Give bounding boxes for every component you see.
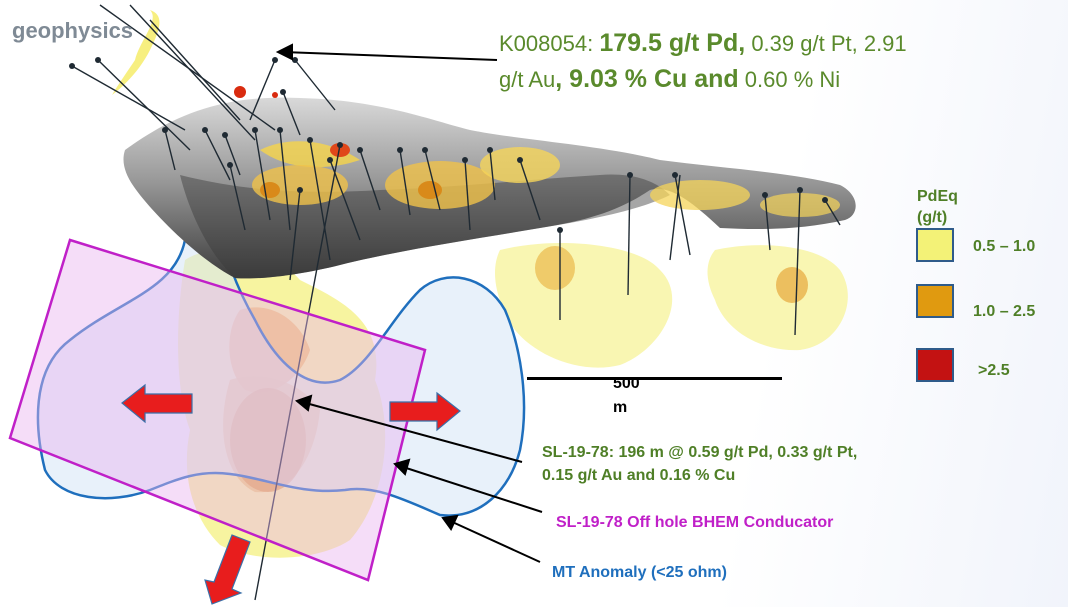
legend-label-mid: 1.0 – 2.5 xyxy=(973,303,1036,320)
drill-holes xyxy=(71,4,841,601)
intercept-callout: SL-19-78: 196 m @ 0.59 g/t Pd, 0.33 g/t … xyxy=(542,441,857,487)
bhem-label: SL-19-78 Off hole BHEM Conducator xyxy=(556,514,834,531)
legend-swatch-low xyxy=(916,228,954,262)
surface-shell xyxy=(112,10,160,95)
highlight-line-1: K008054: 179.5 g/t Pd, 0.39 g/t Pt, 2.91 xyxy=(499,28,907,59)
pt-au-grade: 0.39 g/t Pt, 2.91 xyxy=(745,31,907,56)
pd-grade: 179.5 g/t Pd, xyxy=(599,29,746,57)
down-arrow-icon xyxy=(204,534,251,605)
page-title: geophysics xyxy=(12,18,134,43)
bhem-conductor-plate xyxy=(8,238,427,582)
scale-label: 500 m xyxy=(613,375,640,416)
high-grade-marker xyxy=(234,86,246,98)
legend-title: PdEq (g/t) xyxy=(917,188,958,226)
legend-label-high: >2.5 xyxy=(978,362,1010,379)
legend-label-low: 0.5 – 1.0 xyxy=(973,238,1036,255)
drill-collars xyxy=(69,57,828,233)
intercept-line-2: 0.15 g/t Au and 0.16 % Cu xyxy=(542,467,736,484)
left-arrow-icon xyxy=(121,383,193,424)
au-unit: g/t Au xyxy=(499,67,556,92)
legend-swatch-high xyxy=(916,348,954,382)
cu-grade: , 9.03 % Cu and xyxy=(555,65,739,93)
legend-swatch-mid xyxy=(916,284,954,318)
mt-anomaly-label: MT Anomaly (<25 ohm) xyxy=(552,564,727,581)
highlight-line-2: g/t Au, 9.03 % Cu and 0.60 % Ni xyxy=(499,64,840,95)
open-pit xyxy=(123,97,856,279)
callout-arrows xyxy=(275,43,543,563)
ni-grade: 0.60 % Ni xyxy=(738,67,841,92)
scale-bar xyxy=(527,377,782,380)
hole-id: K008054: xyxy=(499,31,600,56)
intercept-line-1: SL-19-78: 196 m @ 0.59 g/t Pd, 0.33 g/t … xyxy=(542,444,858,461)
right-arrow-icon xyxy=(389,391,461,432)
